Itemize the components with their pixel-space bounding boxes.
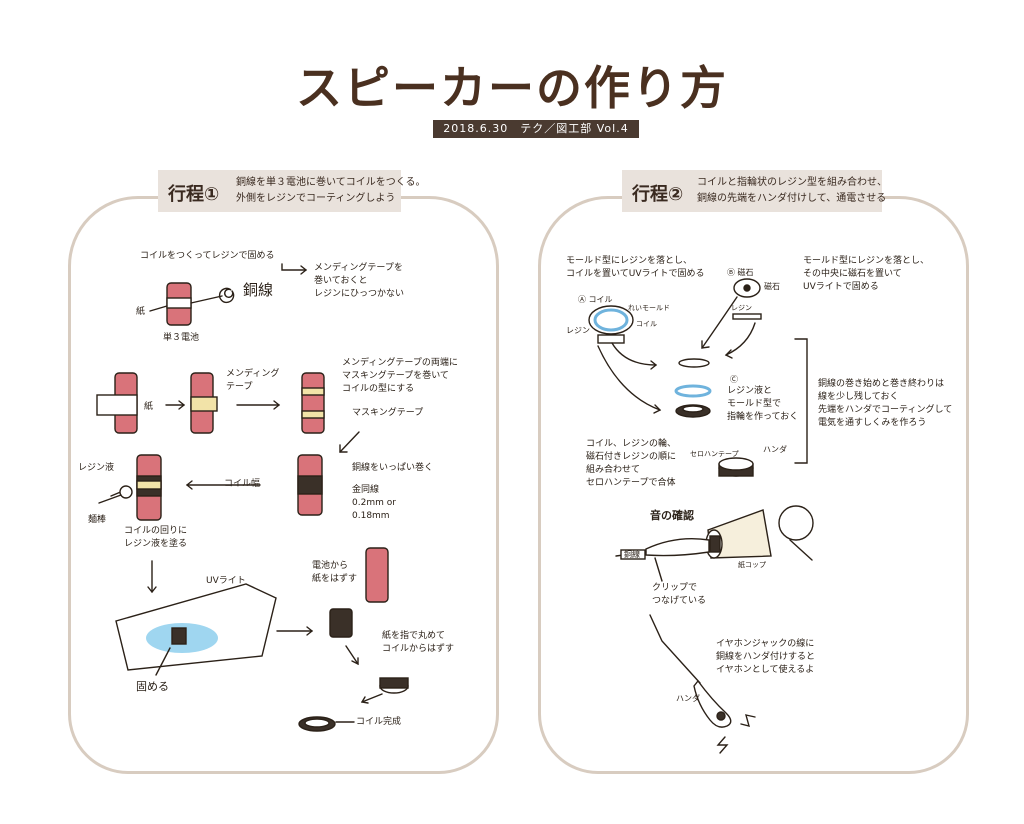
note-coil-fix: コイルをつくってレジンで固める — [140, 251, 275, 261]
label-paper-small: 紙 — [136, 307, 146, 317]
label-battery: 単３電池 — [163, 333, 200, 343]
note-mending: メンディングテープを 巻いておくと レジンにひっつかない — [314, 263, 405, 299]
label-coil-width: コイル幅 — [224, 479, 261, 489]
label-copper: 銅線 — [243, 281, 274, 299]
step2-desc-line2: 銅線の先端をハンダ付けして、通電させる — [697, 193, 887, 204]
step1-desc-line2: 外側をレジンでコーティングしよう — [236, 193, 396, 204]
note-clip: クリップで つなげている — [652, 583, 707, 606]
label-cello-tape: セロハンテープ — [690, 450, 739, 458]
label-resin: レジン — [566, 326, 590, 335]
label-sound-check: 音の確認 — [650, 509, 694, 522]
step2-label: 行程② — [632, 184, 684, 205]
note-wire: 銅線の巻き始めと巻き終わりは 線を少し残しておく 先端をハンダでコーティングして… — [818, 379, 953, 428]
coil-resin — [329, 608, 353, 638]
label-a-coil: Ⓐ コイル — [578, 295, 613, 304]
battery-6 — [365, 547, 389, 603]
note-coat: コイルの回りに レジン液を塗る — [124, 526, 188, 549]
step1-label: 行程① — [168, 184, 220, 205]
label-menbo: 麺棒 — [88, 515, 107, 525]
step2-header-box — [622, 170, 882, 212]
note-remove-paper: 電池から 紙をはずす — [312, 561, 358, 584]
assembly-ring-c — [674, 384, 712, 398]
label-mending-tape: メンディング テープ — [226, 369, 280, 392]
note-masking: メンディングテープの両端に マスキングテープを巻いて コイルの型にする — [342, 358, 458, 394]
label-harden: 固める — [136, 680, 169, 693]
label-solder: ハンダ — [763, 445, 787, 454]
note-roll-paper: 紙を指で丸めて コイルからはずす — [382, 631, 455, 654]
note-mold-b: モールド型にレジンを落とし、 その中央に磁石を置いて UVライトで固める — [803, 256, 930, 292]
note-combine: コイル、レジンの輪、 磁石付きレジンの順に 組み合わせて セロハンテープで合体 — [586, 439, 677, 488]
label-coil-done: コイル完成 — [356, 717, 402, 727]
note-wind-full: 銅線をいっぱい巻く — [352, 463, 434, 473]
label-uv-light: UVライト — [206, 576, 246, 586]
page-subtitle: 2018.6.30 テク／図工部 Vol.4 — [433, 120, 639, 138]
assembly-ring-b — [678, 358, 710, 368]
note-earphone: イヤホンジャックの線に 銅線をハンダ付けすると イヤホンとして使えるよ — [716, 639, 816, 675]
coil-band-top — [166, 297, 192, 309]
label-magnet: 磁石 — [764, 282, 780, 291]
page-title: スピーカーの作り方 — [296, 61, 728, 115]
label-paper-cup: 紙コップ — [738, 561, 766, 569]
step1-header-box — [158, 170, 401, 212]
label-copper-wire: 銅線 — [624, 550, 640, 559]
label-masking-tape: マスキングテープ — [352, 408, 424, 418]
note-wire-spec: 金同線 0.2mm or 0.18mm — [352, 485, 396, 521]
step1-desc-line1: 銅線を単３電池に巻いてコイルをつくる。 — [236, 177, 426, 188]
battery-3 — [301, 372, 325, 434]
earphone-wire — [649, 614, 701, 684]
person-head — [778, 505, 814, 541]
label-resin-liquid: レジン液 — [78, 463, 115, 473]
note-mold-a: モールド型にレジンを落とし、 コイルを置いてUVライトで固める — [566, 256, 705, 279]
label-thin-mold: れいモールド — [628, 304, 670, 312]
note-resin-mold-c: レジン液と モールド型で 指輪を作っておく — [727, 386, 799, 422]
label-coil-small: コイル — [636, 320, 657, 328]
copper-spiral — [218, 287, 235, 304]
label-b-magnet: Ⓑ 磁石 — [727, 268, 754, 277]
label-solder-2: ハンダ — [676, 694, 700, 703]
label-c: Ⓒ — [730, 375, 738, 384]
step2-desc-line1: コイルと指輪状のレジン型を組み合わせ、 — [697, 177, 887, 188]
label-paper: 紙 — [144, 402, 154, 412]
label-resin-b: レジン — [731, 304, 752, 312]
